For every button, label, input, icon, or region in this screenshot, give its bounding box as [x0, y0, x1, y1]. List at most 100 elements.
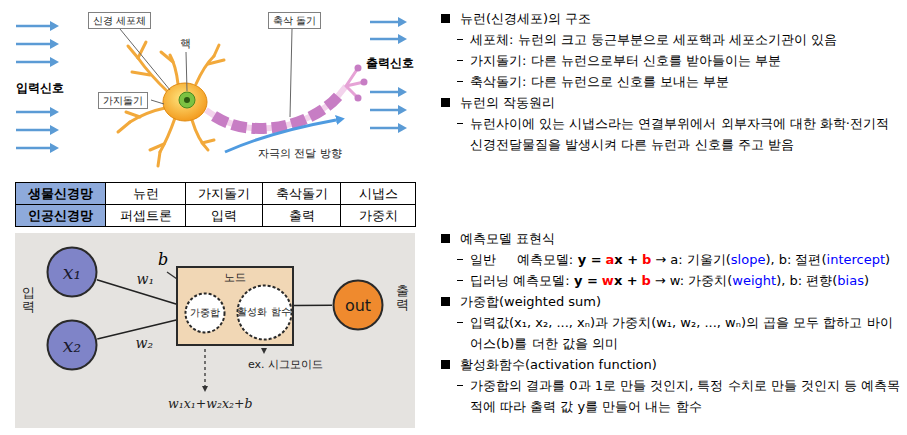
dash-row: 뉴런사이에 있는 시냅스라는 연결부위에서 외부자극에 대한 화학·전기적 신경…: [440, 113, 902, 155]
node-text: 가지돌기: [103, 94, 143, 107]
text-line: bias: [837, 273, 864, 288]
art-part: [192, 120, 208, 150]
vertical-label: 출력: [396, 284, 409, 313]
bullet-square: [441, 98, 450, 107]
text-line: 뉴런(신경세포)의 구조: [460, 11, 591, 26]
bullet-row: 가중합(weighted sum): [440, 291, 902, 312]
connector: [294, 304, 332, 306]
art-part: [361, 79, 368, 86]
node-text: x₁: [63, 261, 81, 283]
art-part: [120, 29, 170, 90]
art-part: [186, 52, 187, 91]
table-cell: 뉴런: [106, 183, 185, 204]
dash-mark: [457, 39, 463, 40]
circle-node: x₁: [46, 246, 98, 298]
table-cell: 인공신경망: [16, 205, 105, 226]
text-line: w: [602, 273, 614, 288]
label-text: 자극의 전달 방향: [258, 147, 342, 161]
art-part: [163, 83, 207, 121]
dash-mark: [457, 60, 463, 61]
label-text: ex. 시그모이드: [248, 357, 323, 372]
art-part: [370, 127, 398, 130]
text-line: 입력값(x₁, x₂, ..., xₙ)과 가중치(w₁, w₂, ..., w…: [470, 315, 893, 351]
bullet-square: [441, 14, 450, 23]
bullet-square: [441, 297, 450, 306]
art-part: [179, 92, 195, 108]
text-line: a: [606, 252, 615, 267]
text-line: 가중합(weighted sum): [460, 294, 601, 309]
bullet-row: 예측모델 표현식: [440, 228, 902, 249]
label-text: b: [158, 250, 168, 269]
circle-outline-path: [186, 294, 225, 333]
table-grid: [15, 182, 416, 227]
bullet-square: [441, 234, 450, 243]
art-part: [16, 61, 50, 64]
art-part: [208, 60, 224, 64]
text-line: 뉴런사이에 있는 시냅스라는 연결부위에서 외부자극에 대한 화학·전기적 신경…: [470, 116, 889, 152]
text-line: 세포체: 뉴런의 크고 둥근부분으로 세포핵과 세포소기관이 있음: [470, 32, 837, 47]
art-part: [184, 97, 190, 103]
circle-node: 활성화 함수: [236, 284, 293, 341]
text-line: weight: [732, 273, 776, 288]
table-cell: 출력: [263, 205, 340, 226]
dash-row: 입력값(x₁, x₂, ..., xₙ)과 가중치(w₁, w₂, ..., w…: [440, 312, 902, 354]
art-part: [16, 147, 50, 150]
art-part: [16, 43, 50, 46]
label-text: 입력신호: [16, 80, 64, 97]
art-part: [214, 45, 219, 56]
dash-row: 세포체: 뉴런의 크고 둥근부분으로 세포핵과 세포소기관이 있음: [440, 29, 902, 50]
text-line: 딥러닝 예측모델:: [470, 273, 570, 288]
node-text: 축삭 돌기: [273, 14, 316, 27]
text-line: b: [642, 252, 651, 267]
dash-mark: [457, 81, 463, 82]
bullet-row: 활성화함수(activation function): [440, 354, 902, 375]
callout-box: 가지돌기: [98, 92, 148, 109]
text-line: 예측모델 표현식: [460, 231, 555, 246]
circle-outline-path: [48, 321, 97, 370]
text-line: y =: [574, 273, 598, 288]
art-part: [161, 52, 173, 62]
weight-label: w₂: [136, 335, 154, 351]
dash-row: 축삭돌기: 다른 뉴런으로 신호를 보내는 부분: [440, 71, 902, 92]
text-line: ): [864, 273, 869, 288]
art-part: [16, 183, 416, 227]
art-part: [151, 100, 164, 104]
photo-ground: [15, 233, 415, 428]
text-line: 예측모델:: [517, 252, 573, 267]
text-line: 뉴런의 작동원리: [460, 95, 555, 110]
text-line: y =: [578, 252, 602, 267]
node-text: 신경 세포체: [93, 14, 146, 27]
art-part: [370, 38, 398, 41]
node-text: 노드: [178, 268, 292, 285]
bullet-row: 뉴런의 작동원리: [440, 92, 902, 113]
art-part: [160, 118, 175, 152]
dash-mark: [457, 259, 463, 260]
art-part: [290, 29, 292, 117]
table-cell: 가지돌기: [186, 183, 262, 204]
table-cell: 입력: [186, 205, 262, 226]
art-part: [16, 129, 50, 132]
circle-node: x₂: [46, 319, 98, 371]
label-text: 출력신호: [366, 55, 414, 72]
art-part: [355, 65, 362, 72]
art-part: [150, 144, 164, 150]
text-line: 활성화함수(activation function): [460, 357, 657, 372]
dash-row: 딥러닝 예측모델:y =wx +b→ w: 가중치(weight), b: 편향…: [440, 270, 902, 291]
text-section: 뉴런(신경세포)의 구조세포체: 뉴런의 크고 둥근부분으로 세포핵과 세포소기…: [440, 8, 902, 155]
art-part: [132, 72, 150, 75]
callout-box: 신경 세포체: [88, 12, 151, 29]
dash-row: 가중합의 결과를 0과 1로 만들 것인지, 특정 수치로 만들 것인지 등 예…: [440, 375, 902, 417]
text-line: slope: [731, 252, 766, 267]
dash-row: 가지돌기: 다른 뉴런으로부터 신호를 받아들이는 부분: [440, 50, 902, 71]
text-line: b: [642, 273, 651, 288]
text-line: 가지돌기: 다른 뉴런으로부터 신호를 받아들이는 부분: [470, 53, 781, 68]
label-text: w₁x₁+w₂x₂+b: [168, 396, 253, 411]
text-line: → a: 기울기(: [655, 252, 731, 267]
art-part: [196, 56, 214, 84]
dash-row: 일반예측모델:y =ax +b→ a: 기울기(slope), b: 절편(in…: [440, 249, 902, 270]
text-section: 예측모델 표현식일반예측모델:y =ax +b→ a: 기울기(slope), …: [440, 228, 902, 417]
table-cell: 퍼셉트론: [106, 205, 185, 226]
table-cell: 축삭돌기: [263, 183, 340, 204]
art-part: [202, 140, 214, 143]
bullet-row: 뉴런(신경세포)의 구조: [440, 8, 902, 29]
